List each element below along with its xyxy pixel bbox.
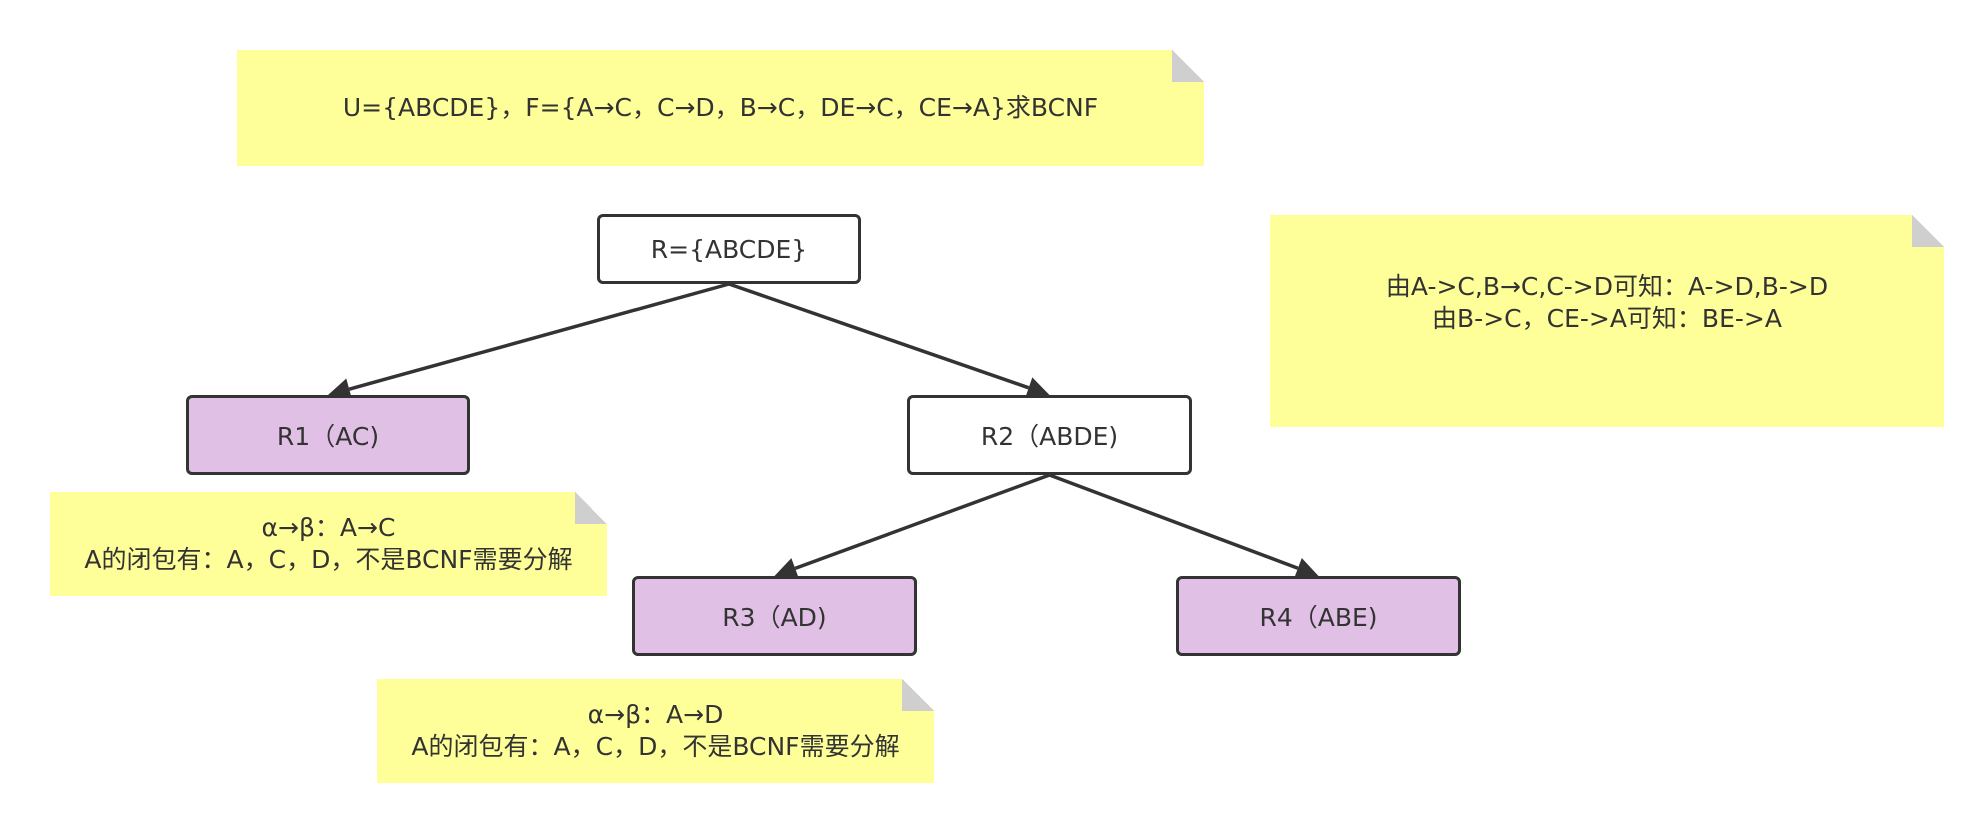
node-r2-relation[interactable]: R2（ABDE) — [907, 395, 1192, 475]
node-r4-relation[interactable]: R4（ABE) — [1176, 576, 1461, 656]
problem-statement-note: U={ABCDE}，F={A→C，C→D，B→C，DE→C，CE→A}求BCNF — [237, 50, 1204, 166]
r3-analysis-note: α→β：A→D A的闭包有：A，C，D，不是BCNF需要分解 — [377, 679, 934, 783]
derivation-note: 由A->C,B→C,C->D可知：A->D,B->D 由B->C，CE->A可知… — [1270, 215, 1944, 427]
note-fold-corner — [1172, 50, 1204, 82]
r3-analysis-line-1: α→β：A→D — [587, 700, 724, 729]
note-fold-corner — [575, 492, 607, 524]
r1-analysis-note: α→β：A→C A的闭包有：A，C，D，不是BCNF需要分解 — [50, 492, 607, 596]
node-r1-relation[interactable]: R1（AC) — [186, 395, 470, 475]
node-r3-label: R3（AD) — [722, 603, 827, 632]
derivation-line-2: 由B->C，CE->A可知：BE->A — [1432, 304, 1782, 333]
note-fold-corner — [902, 679, 934, 711]
edge-root-to-r1 — [348, 282, 730, 391]
r3-analysis-line-2: A的闭包有：A，C，D，不是BCNF需要分解 — [411, 732, 900, 761]
note-fold-corner — [1912, 215, 1944, 247]
derivation-line-1: 由A->C,B→C,C->D可知：A->D,B->D — [1385, 272, 1829, 301]
node-r1-label: R1（AC) — [276, 422, 380, 451]
edge-r2-to-r4 — [1048, 473, 1299, 570]
node-r3-relation[interactable]: R3（AD) — [632, 576, 917, 656]
r1-analysis-line-1: α→β：A→C — [261, 513, 396, 542]
problem-statement-text: U={ABCDE}，F={A→C，C→D，B→C，DE→C，CE→A}求BCNF — [342, 93, 1099, 122]
r1-analysis-line-2: A的闭包有：A，C，D，不是BCNF需要分解 — [84, 545, 573, 574]
node-r2-label: R2（ABDE) — [980, 422, 1119, 451]
node-root-relation[interactable]: R={ABCDE} — [597, 214, 861, 284]
node-r4-label: R4（ABE) — [1259, 603, 1378, 632]
edge-r2-to-r3 — [794, 473, 1051, 571]
node-root-label: R={ABCDE} — [650, 234, 808, 264]
edge-root-to-r2 — [728, 282, 1030, 390]
